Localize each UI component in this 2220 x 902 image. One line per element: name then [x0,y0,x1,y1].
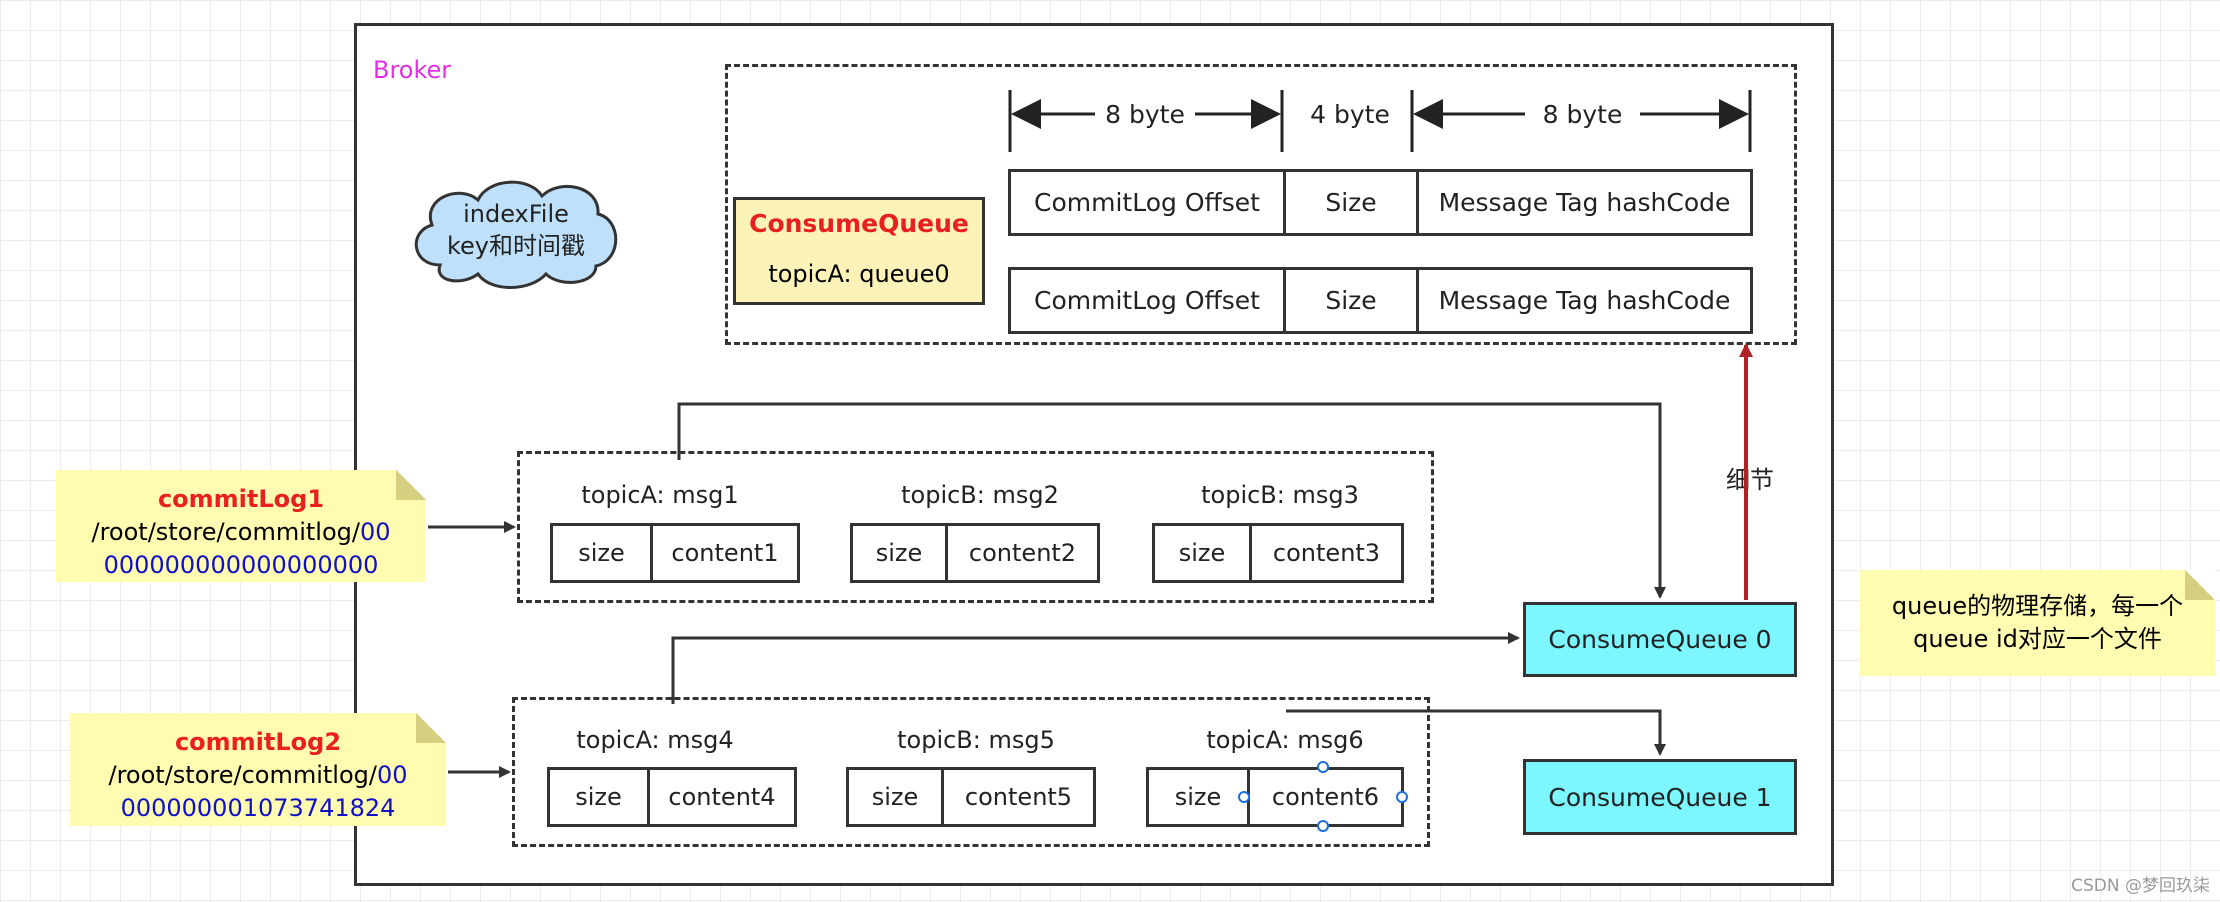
queue-storage-note: queue的物理存储，每一个 queue id对应一个文件 [1860,570,2215,676]
size-cell: Size [1286,172,1419,233]
message-content: content3 [1252,526,1401,580]
commitlog2-title: commitLog2 [174,728,342,756]
note-fold [2185,570,2215,600]
commitlog1-title: commitLog1 [157,485,325,513]
watermark: CSDN @梦回玖柒 [2071,876,2210,896]
message-record: size content5 [846,767,1096,827]
message-size: size [1149,770,1250,824]
message-record: size content3 [1152,523,1404,583]
message-content: content2 [948,526,1097,580]
commitlog1-note: commitLog1 /root/store/commitlog/00 0000… [56,470,426,582]
consume-queue-file-box: ConsumeQueue topicA: queue0 [733,197,985,305]
consume-queue-file-title: ConsumeQueue [749,209,969,238]
message-content: content4 [650,770,794,824]
commitlog2-frame [512,697,1430,847]
commitlog1-number: 000000000000000000 [103,551,379,579]
message-content: content1 [653,526,797,580]
tag-hashcode-cell: Message Tag hashCode [1419,270,1750,331]
byte-seg3-label: 8 byte [1542,100,1623,129]
commitlog1-frame [517,451,1434,603]
consume-queue-1-box: ConsumeQueue 1 [1523,759,1797,835]
selection-handle-right[interactable] [1396,791,1408,803]
message-record: size content2 [850,523,1100,583]
selection-handle-left[interactable] [1238,791,1250,803]
size-cell: Size [1286,270,1419,331]
msg-label: topicB: msg3 [1201,481,1359,509]
queue-entry-row: CommitLog Offset Size Message Tag hashCo… [1008,169,1753,236]
tag-hashcode-cell: Message Tag hashCode [1419,172,1750,233]
msg-label: topicA: msg1 [581,481,739,509]
note-fold [396,470,426,500]
message-content: content5 [944,770,1093,824]
commitlog2-path: /root/store/commitlog/00 [70,759,446,792]
message-size: size [550,770,650,824]
note-fold [416,713,446,743]
byte-layout-header [1008,90,1752,152]
message-size: size [553,526,653,580]
msg-label: topicB: msg2 [901,481,1059,509]
consume-queue-detail-frame [725,64,1797,345]
msg-label: topicB: msg5 [897,726,1055,754]
selection-handle-top[interactable] [1317,761,1329,773]
queue-entry-row: CommitLog Offset Size Message Tag hashCo… [1008,267,1753,334]
message-record-selected[interactable]: size content6 [1146,767,1404,827]
commitlog2-path-text: /root/store/commitlog/ [108,761,377,789]
index-cloud [414,180,618,289]
queue-storage-note-line1: queue的物理存储，每一个 [1891,592,2184,620]
detail-label: 细节 [1726,466,1774,494]
byte-seg2-label: 4 byte [1310,100,1390,129]
arrow-msg6-to-cq1 [1286,709,1666,756]
commitlog2-path-suffix: 00 [376,761,408,789]
commitlog1-path: /root/store/commitlog/00 [56,516,426,549]
commitlog-offset-cell: CommitLog Offset [1011,172,1286,233]
arrow-msg1-to-cq0 [677,402,1666,599]
broker-title: Broker [373,56,452,84]
message-size: size [853,526,948,580]
selection-handle-bottom[interactable] [1317,820,1329,832]
commitlog1-path-suffix: 00 [359,518,391,546]
message-size: size [849,770,944,824]
arrow-msg4-to-cq0 [671,632,1520,704]
msg-label: topicA: msg6 [1206,726,1364,754]
message-record: size content1 [550,523,800,583]
message-record: size content4 [547,767,797,827]
consume-queue-file-subtitle: topicA: queue0 [768,260,950,288]
commitlog1-path-text: /root/store/commitlog/ [91,518,360,546]
message-size: size [1155,526,1252,580]
commitlog2-note: commitLog2 /root/store/commitlog/00 0000… [70,713,446,826]
index-cloud-text: indexFile key和时间戳 [400,198,632,262]
index-cloud-line2: key和时间戳 [446,232,585,260]
queue-storage-note-line2: queue id对应一个文件 [1913,625,2162,653]
message-content: content6 [1250,770,1401,824]
index-cloud-line1: indexFile [463,200,569,228]
commitlog2-number: 000000001073741824 [120,794,396,822]
byte-seg1-label: 8 byte [1105,100,1185,129]
broker-container [354,23,1834,886]
consume-queue-0-box: ConsumeQueue 0 [1523,602,1797,677]
commitlog-offset-cell: CommitLog Offset [1011,270,1286,331]
msg-label: topicA: msg4 [576,726,734,754]
